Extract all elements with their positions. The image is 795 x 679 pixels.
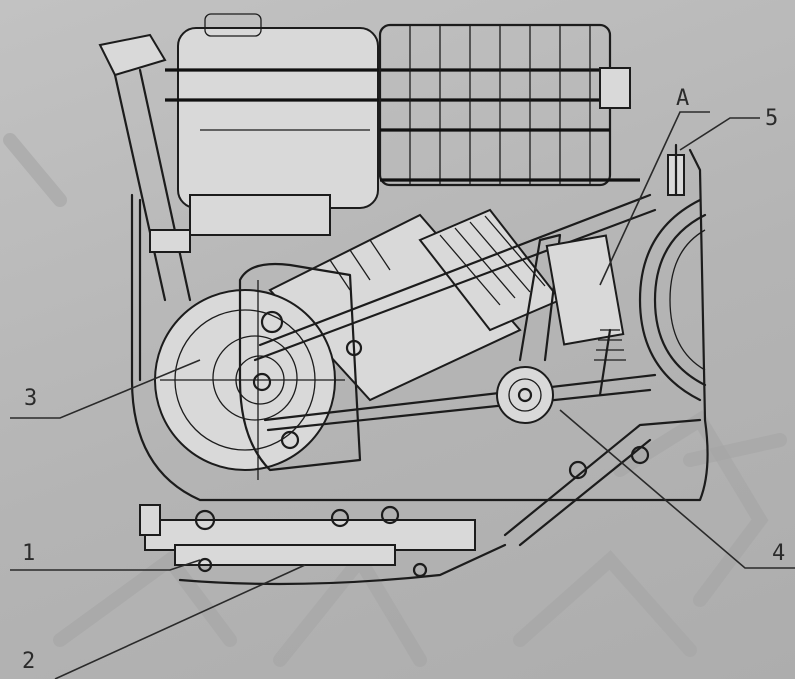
air-filter-cage <box>378 23 640 187</box>
callout-2: 2 <box>22 649 35 674</box>
drive-pulley <box>154 280 345 480</box>
callout-4: 4 <box>772 541 785 566</box>
v-belts <box>253 193 657 432</box>
gear-case <box>238 262 363 472</box>
leader-lines <box>10 111 795 679</box>
callout-A: A <box>676 86 689 111</box>
background-texture <box>3 133 787 667</box>
fuel-tank <box>165 13 630 236</box>
hull-bottom <box>178 543 507 586</box>
base-plate <box>139 504 476 578</box>
driven-pulley <box>638 198 707 402</box>
support-bar <box>503 418 702 547</box>
leader-3 <box>10 359 201 419</box>
leader-5 <box>679 117 760 151</box>
adjuster-bolt <box>667 143 685 197</box>
tension-arm <box>518 233 626 397</box>
housing-outline <box>130 148 709 502</box>
leader-1 <box>10 559 201 571</box>
leader-A <box>599 111 710 286</box>
callout-5: 5 <box>765 106 778 131</box>
callout-3: 3 <box>24 386 37 411</box>
leader-4 <box>559 409 795 569</box>
callout-1: 1 <box>22 541 35 566</box>
leader-2 <box>54 564 306 679</box>
handle-column <box>98 33 192 302</box>
tension-pulley <box>496 366 554 424</box>
